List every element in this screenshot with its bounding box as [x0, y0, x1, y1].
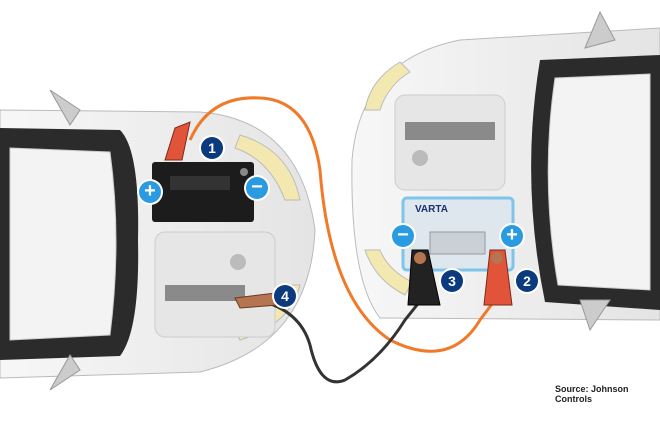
- right-car: [351, 10, 660, 332]
- minus-terminal-icon-right: −: [392, 225, 414, 247]
- step-badge-2: 2: [516, 270, 538, 292]
- red-clamp-left: [164, 121, 191, 161]
- step-badge-1: 1: [201, 137, 223, 159]
- minus-terminal-icon-left: −: [246, 177, 268, 199]
- red-clamp-right: [483, 249, 513, 306]
- black-clamp-right: [407, 249, 441, 306]
- black-cable: [257, 294, 427, 384]
- step-badge-4: 4: [274, 285, 296, 307]
- red-cable: [188, 96, 497, 353]
- plus-terminal-icon-right: +: [501, 225, 523, 247]
- battery-brand-label: VARTA: [415, 204, 448, 215]
- source-caption: Source: Johnson Controls: [555, 384, 629, 404]
- step-badge-3: 3: [441, 270, 463, 292]
- left-car: [0, 89, 316, 391]
- plus-terminal-icon-left: +: [139, 181, 161, 203]
